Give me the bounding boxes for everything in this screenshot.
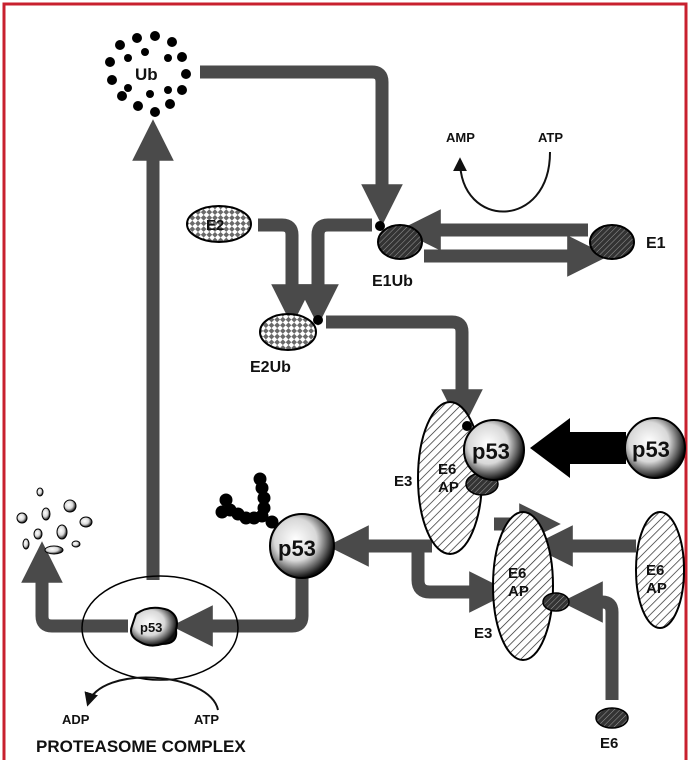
e1-label: E1 [646,235,666,252]
amp-label: AMP [446,130,475,145]
e6ap-mid-line1: E6 [508,565,526,582]
p53-polyub-label: p53 [278,536,316,561]
e2ub-label: E2Ub [250,359,291,376]
e1ub-ubiquitin-dot [375,221,385,231]
arrow-p53-to-proteasome [192,578,302,626]
e2-label: E2 [206,217,224,234]
p53-bound-label: p53 [472,439,510,464]
e1ub-label: E1Ub [372,273,413,290]
e2ub-enzyme [260,314,316,350]
arrow-proteasome-to-fragments [42,562,128,626]
e2ub-ubiquitin-dot [313,315,323,325]
e6-label: E6 [600,735,618,752]
arrow-e2-to-e2ub [258,225,292,305]
e6-bound-mid [543,593,569,611]
adp-atp-arrow [88,678,218,710]
e6ap-top-line1: E6 [438,461,456,478]
atp-label: ATP [538,130,563,145]
e6ap-right-line2: AP [646,580,667,597]
proteasome-label: PROTEASOME COMPLEX [36,737,246,756]
arrow-ub-to-e1 [200,72,382,205]
e3-mid-label: E3 [474,625,492,642]
e6ap-top-line2: AP [438,479,459,496]
arrow-e2ub-to-e3 [326,322,462,410]
arrow-e3-down-to-e3mid [418,552,490,592]
e3-top-label: E3 [394,473,412,490]
ub-label: Ub [135,65,158,84]
e1-enzyme [590,225,634,259]
polyubiquitin-chain [217,474,278,530]
e6ap-right-line1: E6 [646,562,664,579]
arrow-free-p53-to-complex [530,418,626,478]
arrow-e1ub-ub-to-e2 [318,225,372,305]
atp-amp-cycle-arrow [460,152,550,212]
e6ap-mid-line2: AP [508,583,529,600]
arrow-e6-up [582,602,612,700]
adp-label: ADP [62,712,90,727]
e1ub-enzyme [378,225,422,259]
e3-ubiquitin-dot [462,421,472,431]
e6-protein [596,708,628,728]
peptide-fragments [17,488,92,554]
p53-proteasome-label: p53 [140,620,162,635]
p53-free-label: p53 [632,437,670,462]
atp-bottom-label: ATP [194,712,219,727]
